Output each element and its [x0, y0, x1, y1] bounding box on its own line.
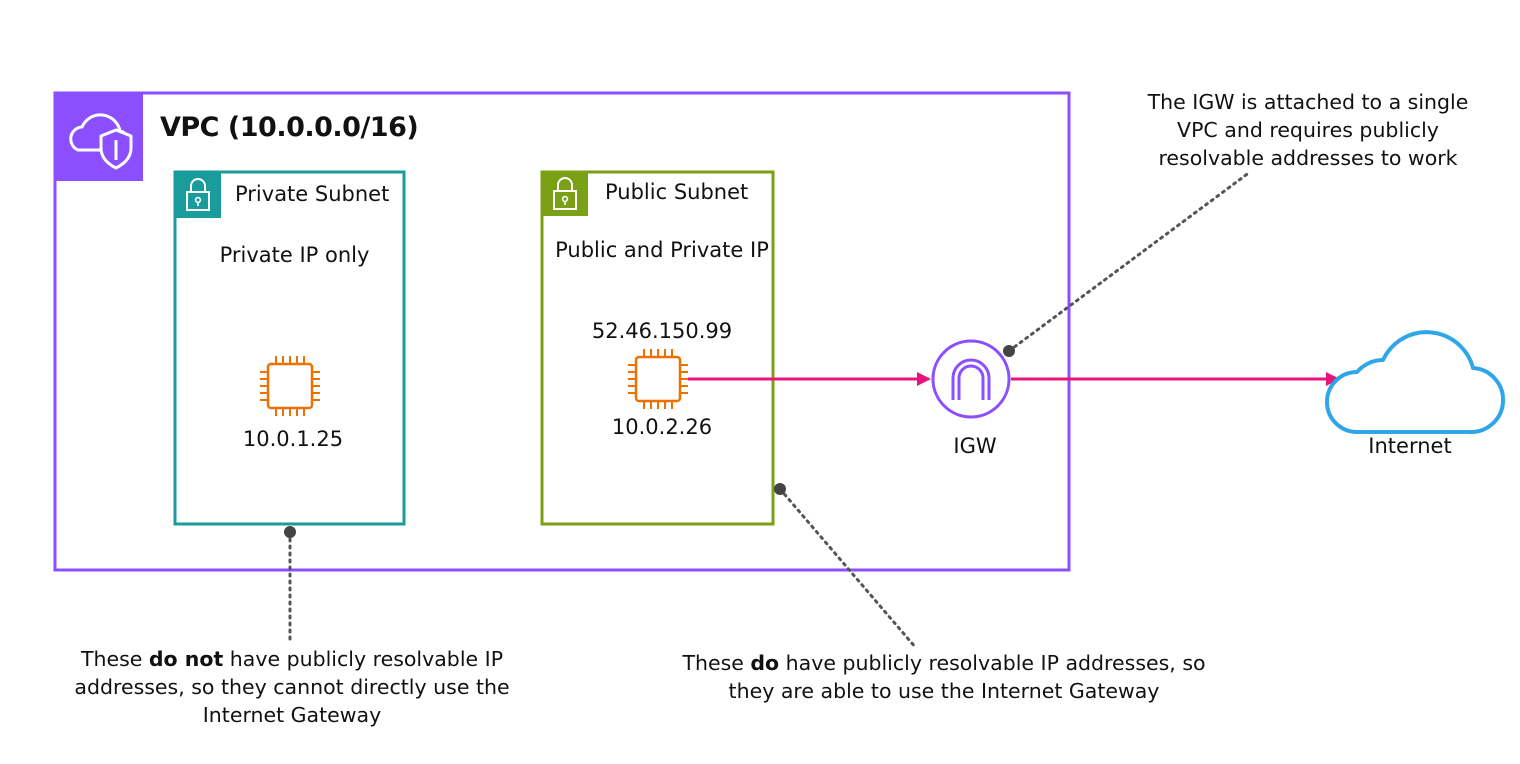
public-subnet-boundary [540, 170, 775, 526]
igw-callout-line [1007, 170, 1252, 353]
internet-label: Internet [1368, 434, 1452, 458]
public-callout-dot [774, 483, 786, 495]
private-subnet-lock-icon [175, 172, 221, 218]
cloud-shield-icon [55, 93, 143, 181]
private-subnet-title: Private Subnet [235, 182, 390, 206]
public-instance-private-ip: 10.0.2.26 [611, 415, 713, 439]
public-subnet-description: Public and Private IP [555, 238, 769, 262]
public-instance-chip-icon [628, 349, 688, 409]
igw-callout-dot [1003, 345, 1015, 357]
public-note: These do have publicly resolvable IP add… [682, 651, 1206, 703]
public-subnet-title: Public Subnet [605, 180, 749, 204]
internet-gateway-icon [931, 339, 1011, 419]
vpc-title: VPC (10.0.0.0/16) [160, 112, 419, 143]
private-subnet-boundary [173, 170, 406, 526]
public-callout-line [778, 487, 918, 650]
igw-note: The IGW is attached to a single VPC and … [1147, 90, 1469, 170]
public-subnet-lock-icon [542, 172, 588, 216]
private-instance-ip: 10.0.1.25 [242, 427, 344, 451]
igw-label: IGW [953, 434, 997, 458]
private-instance-chip-icon [260, 356, 320, 416]
private-subnet-description: Private IP only [219, 243, 370, 267]
public-instance-public-ip: 52.46.150.99 [591, 319, 733, 343]
vpc-boundary [53, 91, 1071, 572]
private-callout-dot [284, 526, 296, 538]
private-note: These do not have publicly resolvable IP… [74, 647, 510, 727]
internet-cloud-icon [1325, 330, 1505, 435]
